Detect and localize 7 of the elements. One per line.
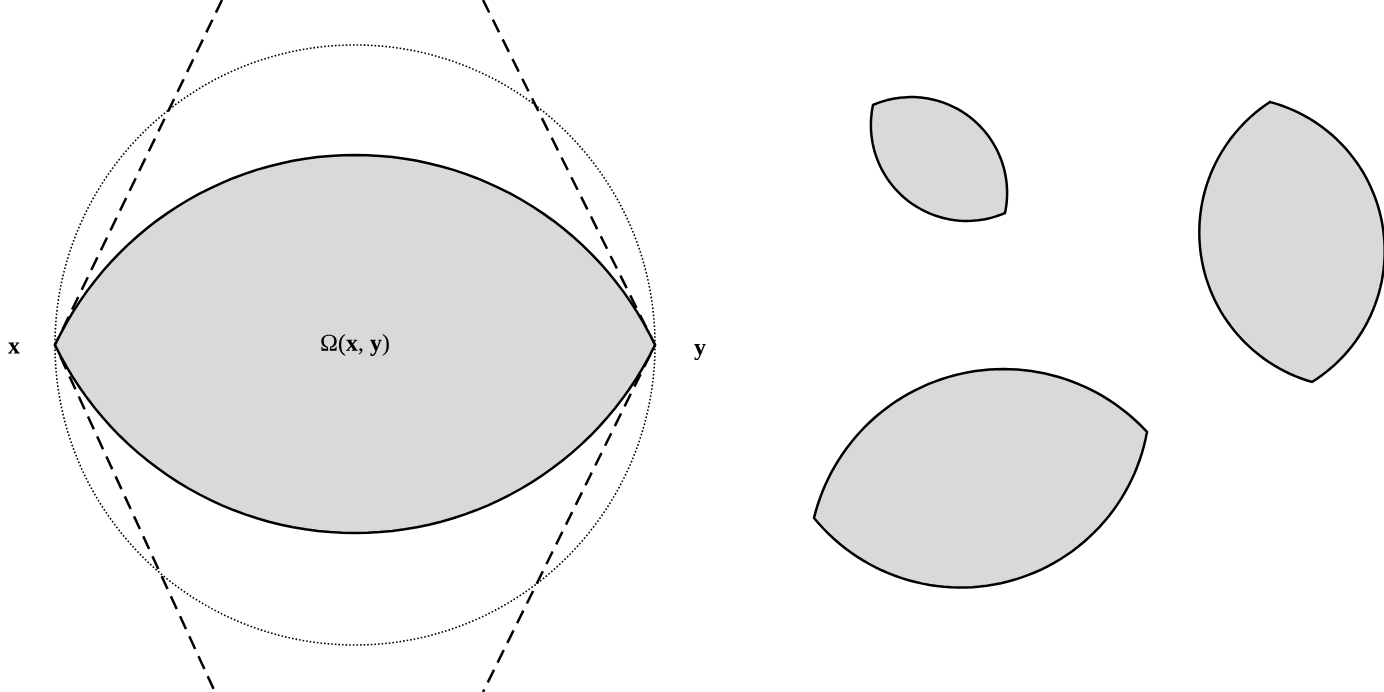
lens-region xyxy=(1198,100,1384,384)
lens-region xyxy=(812,367,1149,589)
point-label: x xyxy=(8,342,20,354)
region-label: Ω(x, y) xyxy=(321,334,389,356)
point-label: y xyxy=(694,343,706,361)
lens-region xyxy=(53,153,657,535)
lens-region xyxy=(869,95,1009,223)
